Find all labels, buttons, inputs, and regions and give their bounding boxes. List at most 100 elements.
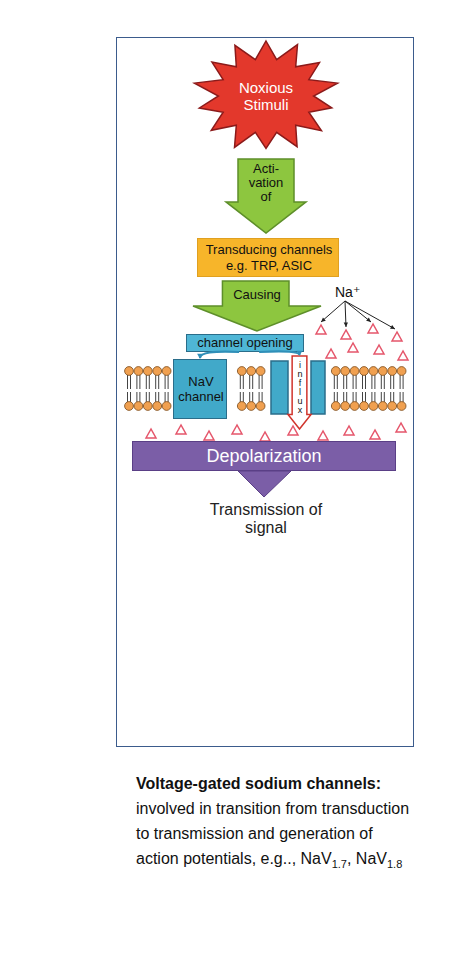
lipid-tail — [356, 375, 357, 389]
lipid-head — [331, 367, 340, 376]
lipid-head — [341, 367, 350, 376]
node-text: NaV channel — [176, 374, 226, 404]
lipid-tail — [240, 375, 241, 389]
sodium-ion — [326, 349, 336, 358]
lipid-tail — [127, 375, 128, 389]
sodium-ion — [341, 330, 351, 339]
lipid-tail — [334, 392, 335, 402]
lipid-tail — [362, 392, 363, 402]
lipid-tail — [149, 375, 150, 389]
lipid-tail — [343, 375, 344, 389]
lipid-tail — [365, 392, 366, 402]
lipid-tail — [130, 375, 131, 389]
sodium-ion — [398, 351, 408, 360]
sodium-ion — [318, 431, 328, 440]
lipid-tail — [240, 392, 241, 402]
lipid-tail — [353, 392, 354, 402]
lipid-tail — [384, 392, 385, 402]
lipid-head — [134, 402, 143, 411]
lipid-tail — [381, 392, 382, 402]
lipid-tail — [384, 375, 385, 389]
lipid-head — [256, 367, 265, 376]
lipid-tail — [390, 375, 391, 389]
ion-label: Na⁺ — [335, 284, 360, 300]
process-box: channel opening — [186, 334, 304, 352]
lipid-tail — [262, 375, 263, 389]
lipid-tail — [139, 375, 140, 389]
lipid-bilayer — [125, 367, 406, 411]
lipid-tail — [130, 392, 131, 402]
lipid-head — [247, 402, 256, 411]
sodium-ion — [316, 325, 326, 334]
sodium-ion — [344, 426, 354, 435]
lipid-tail — [146, 392, 147, 402]
lipid-tail — [249, 392, 250, 402]
lipid-head — [360, 402, 369, 411]
lipid-head — [247, 367, 256, 376]
text-wrap: channel opening — [187, 335, 303, 351]
green-down-arrow: Acti- vation of — [226, 159, 306, 233]
lipid-head — [256, 402, 265, 411]
sodium-ion — [260, 432, 270, 441]
lipid-tail — [149, 392, 150, 402]
lipid-tail — [374, 375, 375, 389]
lipid-head — [143, 367, 152, 376]
lipid-tail — [165, 392, 166, 402]
sodium-ions — [146, 324, 408, 441]
sodium-ion — [232, 425, 242, 434]
lipid-tail — [393, 375, 394, 389]
lipid-head — [153, 367, 162, 376]
lipid-head — [360, 367, 369, 376]
lipid-head — [134, 367, 143, 376]
lipid-head — [350, 402, 359, 411]
text-wrap: influx — [288, 360, 311, 414]
lipid-tail — [139, 392, 140, 402]
ion-arrows — [321, 301, 395, 329]
sodium-ion — [370, 430, 380, 439]
sodium-ion — [348, 343, 358, 352]
lipid-tail — [252, 375, 253, 389]
lipid-tail — [252, 392, 253, 402]
lipid-head — [153, 402, 162, 411]
lipid-tail — [158, 375, 159, 389]
green-down-arrow: Causing — [193, 281, 321, 331]
text-wrap: Transducing channels e.g. TRP, ASIC — [202, 239, 336, 276]
text-wrap: Noxious Stimuli — [231, 41, 301, 151]
text-wrap: Depolarization — [133, 442, 395, 470]
ion-arrow-line — [345, 301, 371, 322]
text-wrap: NaV channel — [176, 360, 226, 418]
nav-channel: NaV channel — [173, 359, 227, 419]
lipid-tail — [343, 392, 344, 402]
lipid-tail — [262, 392, 263, 402]
lipid-head — [341, 402, 350, 411]
lipid-head — [143, 402, 152, 411]
lipid-tail — [243, 392, 244, 402]
lipid-tail — [155, 375, 156, 389]
node-text: Acti- vation of — [244, 162, 288, 204]
lipid-tail — [168, 375, 169, 389]
lipid-tail — [362, 375, 363, 389]
lipid-head — [125, 367, 134, 376]
lipid-tail — [334, 375, 335, 389]
connector-line — [259, 351, 299, 355]
influx-arrow-outline — [288, 356, 311, 429]
sodium-ion — [146, 429, 156, 438]
sodium-ion — [176, 425, 186, 434]
lipid-tail — [393, 392, 394, 402]
lipid-head — [237, 402, 246, 411]
caption-title: Voltage-gated sodium channels: — [136, 771, 412, 796]
lipid-tail — [390, 392, 391, 402]
sodium-ion — [374, 345, 384, 354]
lipid-tail — [165, 375, 166, 389]
sodium-ion — [392, 332, 402, 341]
lipid-tail — [346, 392, 347, 402]
channel-wall — [311, 361, 325, 414]
node-text: influx — [295, 360, 304, 414]
noxious-starburst-outline — [194, 41, 337, 148]
green-down-arrow-outline — [226, 159, 306, 233]
node-text: channel opening — [197, 336, 292, 351]
curved-connector — [197, 352, 239, 359]
node-text: Causing — [233, 288, 281, 303]
transducing-box: Transducing channels e.g. TRP, ASIC — [197, 238, 339, 277]
